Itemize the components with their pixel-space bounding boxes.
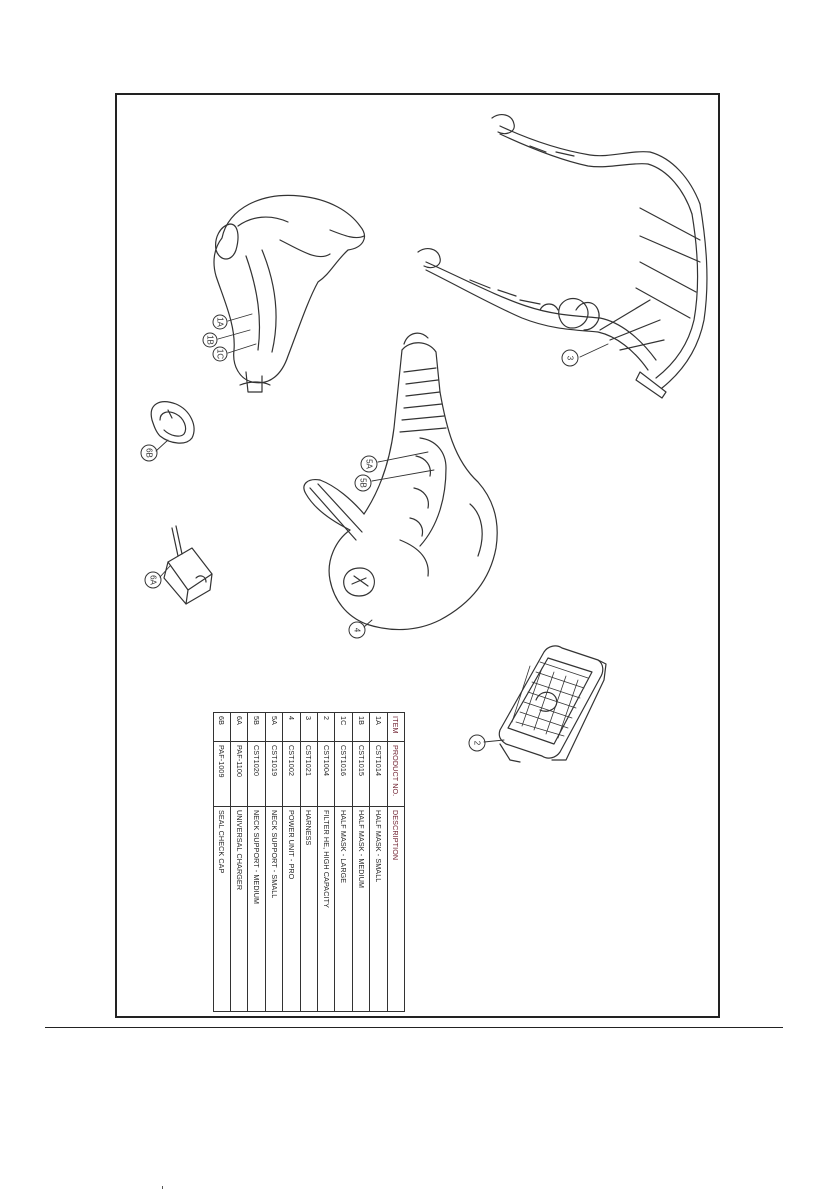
footer-rule — [45, 1027, 783, 1028]
cell-description: HALF MASK - LARGE — [334, 806, 353, 1012]
callout-3: 3 — [566, 356, 575, 361]
cell-product-no: CST1020 — [247, 741, 266, 807]
callout-circle-5b — [354, 474, 372, 492]
cell-product-no: CST1016 — [334, 741, 353, 807]
callout-circle-1b — [202, 332, 218, 348]
cell-description: HALF MASK - MEDIUM — [352, 806, 370, 1012]
universal-charger-illustration — [163, 525, 213, 605]
table-row: 1C CST1016 HALF MASK - LARGE — [334, 712, 353, 1012]
cell-description: SEAL CHECK CAP — [213, 806, 231, 1012]
cell-item: 1B — [352, 712, 370, 742]
callout-circle-4 — [348, 621, 366, 639]
cell-item: 5A — [265, 712, 283, 742]
cell-description: FILTER HE, HIGH CAPACITY — [317, 806, 335, 1012]
table-row: 1B CST1015 HALF MASK - MEDIUM — [352, 712, 370, 1012]
cell-item: 2 — [317, 712, 335, 742]
cell-description: UNIVERSAL CHARGER — [230, 806, 248, 1012]
harness-illustration — [417, 114, 708, 399]
table-row: 3 CST1021 HARNESS — [300, 712, 318, 1012]
cell-product-no: CST1014 — [369, 741, 388, 807]
callout-circle-5a — [360, 455, 378, 473]
callout-circle-2 — [468, 734, 486, 752]
callout-5a: 5A — [365, 459, 374, 469]
callout-1c: 1C — [216, 349, 225, 359]
table-row: 1A CST1014 HALF MASK - SMALL — [369, 712, 388, 1012]
cell-product-no: CST1004 — [317, 741, 335, 807]
table-row: 5A CST1019 NECK SUPPORT - SMALL — [265, 712, 283, 1012]
callout-2: 2 — [473, 741, 482, 746]
cell-product-no: PAF-1009 — [213, 741, 231, 807]
callout-1b: 1B — [206, 335, 215, 345]
callout-circle-6b — [140, 444, 158, 462]
cell-item: 3 — [300, 712, 318, 742]
cell-product-no: CST1015 — [352, 741, 370, 807]
table-row: 2 CST1004 FILTER HE, HIGH CAPACITY — [317, 712, 335, 1012]
half-mask-illustration — [213, 194, 365, 393]
page-mark — [162, 1186, 163, 1189]
callout-6b: 6B — [145, 448, 154, 458]
callout-circles — [140, 314, 579, 752]
header-description: DESCRIPTION — [387, 806, 405, 1012]
parts-table-rotated: ITEM PRODUCT NO. DESCRIPTION 1A CST1014 … — [210, 712, 405, 1012]
callout-circle-6a — [144, 571, 162, 589]
table-row: 6B PAF-1009 SEAL CHECK CAP — [213, 712, 231, 1012]
table-row: 4 CST1002 POWER UNIT - PRO — [282, 712, 301, 1012]
callout-5b: 5B — [359, 478, 368, 488]
callout-4: 4 — [353, 628, 362, 633]
cell-description: HARNESS — [300, 806, 318, 1012]
cell-description: NECK SUPPORT - SMALL — [265, 806, 283, 1012]
callout-leaders — [155, 313, 609, 743]
seal-check-cap-illustration — [150, 401, 195, 444]
callout-circle-3 — [561, 349, 579, 367]
callout-1a: 1A — [216, 317, 225, 327]
cell-product-no: PAF-1100 — [230, 741, 248, 807]
power-unit-illustration — [303, 332, 498, 631]
table-row: 6A PAF-1100 UNIVERSAL CHARGER — [230, 712, 248, 1012]
callout-circle-1c — [212, 346, 228, 362]
cell-item: 4 — [282, 712, 301, 742]
cell-item: 5B — [247, 712, 266, 742]
cell-item: 1C — [334, 712, 353, 742]
filter-illustration — [498, 645, 607, 763]
cell-item: 6B — [213, 712, 231, 742]
table-header-row: ITEM PRODUCT NO. DESCRIPTION — [387, 712, 405, 1012]
header-product-no: PRODUCT NO. — [387, 741, 405, 807]
cell-description: POWER UNIT - PRO — [282, 806, 301, 1012]
callout-6a: 6A — [149, 575, 158, 585]
cell-item: 1A — [369, 712, 388, 742]
cell-description: NECK SUPPORT - MEDIUM — [247, 806, 266, 1012]
cell-product-no: CST1002 — [282, 741, 301, 807]
cell-product-no: CST1019 — [265, 741, 283, 807]
cell-description: HALF MASK - SMALL — [369, 806, 388, 1012]
callout-circle-1a — [212, 314, 228, 330]
table-row: 5B CST1020 NECK SUPPORT - MEDIUM — [247, 712, 266, 1012]
cell-product-no: CST1021 — [300, 741, 318, 807]
drawing-frame — [115, 93, 720, 1018]
cell-item: 6A — [230, 712, 248, 742]
parts-table: ITEM PRODUCT NO. DESCRIPTION 1A CST1014 … — [213, 712, 405, 1012]
header-item: ITEM — [387, 712, 405, 742]
